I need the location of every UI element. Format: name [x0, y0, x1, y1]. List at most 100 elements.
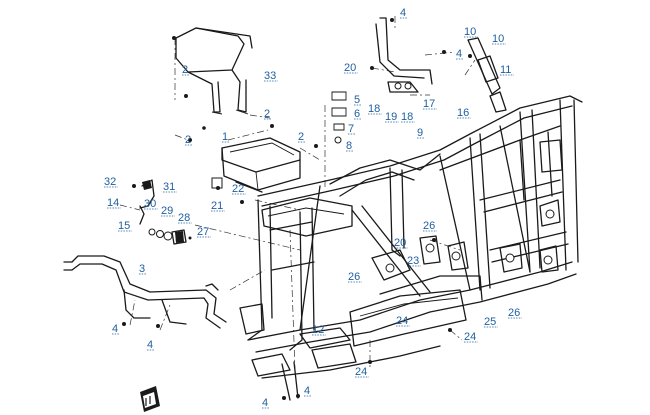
svg-text:26: 26	[423, 220, 435, 232]
svg-text:23: 23	[407, 255, 419, 267]
svg-text:17: 17	[423, 98, 435, 110]
svg-text:8: 8	[346, 140, 352, 152]
callout-2[interactable]: 2	[264, 108, 271, 120]
svg-text:15: 15	[118, 220, 130, 232]
callout-33[interactable]: 33	[264, 70, 278, 82]
front-bumper-3[interactable]	[63, 255, 227, 329]
svg-text:6: 6	[354, 108, 360, 120]
main-frame-9[interactable]	[239, 95, 583, 401]
svg-text:2: 2	[298, 131, 304, 143]
svg-text:29: 29	[161, 205, 173, 217]
callout-4[interactable]: 4	[456, 48, 463, 60]
svg-text:16: 16	[457, 107, 469, 119]
svg-text:33: 33	[264, 70, 276, 82]
svg-text:12: 12	[312, 324, 324, 336]
hardware-bolts	[122, 18, 472, 400]
svg-text:9: 9	[417, 127, 423, 139]
callout-12[interactable]: 12	[312, 324, 326, 336]
callout-26[interactable]: 26	[423, 220, 437, 232]
book-reference-icon	[140, 386, 160, 412]
callout-27[interactable]: 27	[197, 226, 211, 238]
callout-17[interactable]: 17	[423, 98, 437, 110]
callout-8[interactable]: 8	[346, 140, 353, 152]
callout-10[interactable]: 10	[464, 26, 478, 38]
callout-11[interactable]: 11	[500, 64, 514, 76]
callout-10[interactable]: 10	[492, 33, 506, 45]
callout-19[interactable]: 19	[385, 111, 399, 123]
svg-text:4: 4	[112, 323, 118, 335]
callout-5[interactable]: 5	[354, 94, 361, 106]
callout-3[interactable]: 3	[139, 263, 146, 275]
callout-24[interactable]: 24	[355, 366, 369, 378]
upper-bracket-17[interactable]	[375, 17, 433, 93]
svg-text:7: 7	[348, 123, 354, 135]
callout-4[interactable]: 4	[147, 339, 154, 351]
callout-24[interactable]: 24	[464, 331, 478, 343]
svg-text:11: 11	[500, 64, 511, 76]
svg-text:2: 2	[182, 64, 188, 76]
callout-32[interactable]: 32	[104, 176, 118, 188]
callout-26[interactable]: 26	[348, 271, 362, 283]
svg-text:5: 5	[354, 94, 360, 106]
svg-text:3: 3	[139, 263, 145, 275]
rack-bracket-33[interactable]	[175, 27, 253, 115]
callout-4[interactable]: 4	[304, 385, 311, 397]
svg-text:27: 27	[197, 226, 209, 238]
callout-21[interactable]: 21	[211, 200, 225, 212]
svg-text:24: 24	[355, 366, 367, 378]
svg-text:26: 26	[508, 307, 520, 319]
svg-text:20: 20	[394, 237, 406, 249]
svg-text:4: 4	[147, 339, 153, 351]
callout-2[interactable]: 2	[185, 134, 192, 146]
callout-4[interactable]: 4	[400, 7, 408, 19]
callout-18[interactable]: 18	[368, 103, 382, 115]
callouts: 4 10 10 4 20 11 2 33 5 6 7 8 18 19 18 17…	[104, 7, 522, 409]
assembly-guide-lines	[119, 16, 476, 371]
callout-28[interactable]: 28	[178, 212, 192, 224]
svg-text:24: 24	[396, 315, 408, 327]
shock-mount-11[interactable]	[467, 37, 507, 113]
callout-30[interactable]: 30	[144, 198, 158, 210]
svg-text:21: 21	[211, 200, 223, 212]
svg-text:28: 28	[178, 212, 190, 224]
callout-24[interactable]: 24	[396, 315, 410, 327]
callout-20[interactable]: 20	[394, 237, 408, 249]
callout-4[interactable]: 4	[112, 323, 119, 335]
lever-assembly[interactable]	[139, 179, 192, 245]
svg-text:22: 22	[232, 183, 244, 195]
svg-text:2: 2	[264, 108, 270, 120]
callout-22[interactable]: 22	[232, 183, 246, 195]
svg-text:30: 30	[144, 198, 156, 210]
svg-text:18: 18	[401, 111, 413, 123]
callout-20[interactable]: 20	[344, 62, 358, 74]
svg-text:4: 4	[456, 48, 462, 60]
svg-text:2: 2	[185, 134, 191, 146]
svg-text:24: 24	[464, 331, 476, 343]
svg-text:20: 20	[344, 62, 356, 74]
callout-18[interactable]: 18	[401, 111, 415, 123]
callout-1[interactable]: 1	[222, 131, 229, 143]
svg-text:10: 10	[492, 33, 504, 45]
svg-text:14: 14	[107, 197, 119, 209]
callout-15[interactable]: 15	[118, 220, 132, 232]
svg-text:1: 1	[222, 131, 228, 143]
callout-7[interactable]: 7	[348, 123, 355, 135]
callout-9[interactable]: 9	[417, 127, 424, 139]
callout-26[interactable]: 26	[508, 307, 522, 319]
callout-2[interactable]: 2	[298, 131, 305, 143]
callout-31[interactable]: 31	[163, 181, 177, 193]
callout-2[interactable]: 2	[182, 64, 189, 76]
callout-4[interactable]: 4	[262, 397, 269, 409]
svg-text:26: 26	[348, 271, 360, 283]
svg-text:18: 18	[368, 103, 380, 115]
callout-16[interactable]: 16	[457, 107, 471, 119]
svg-text:25: 25	[484, 316, 496, 328]
svg-text:4: 4	[400, 7, 406, 19]
callout-6[interactable]: 6	[354, 108, 361, 120]
callout-23[interactable]: 23	[407, 255, 421, 267]
battery-tray-1[interactable]	[211, 137, 301, 193]
callout-29[interactable]: 29	[161, 205, 175, 217]
callout-14[interactable]: 14	[107, 197, 121, 209]
callout-25[interactable]: 25	[484, 316, 498, 328]
